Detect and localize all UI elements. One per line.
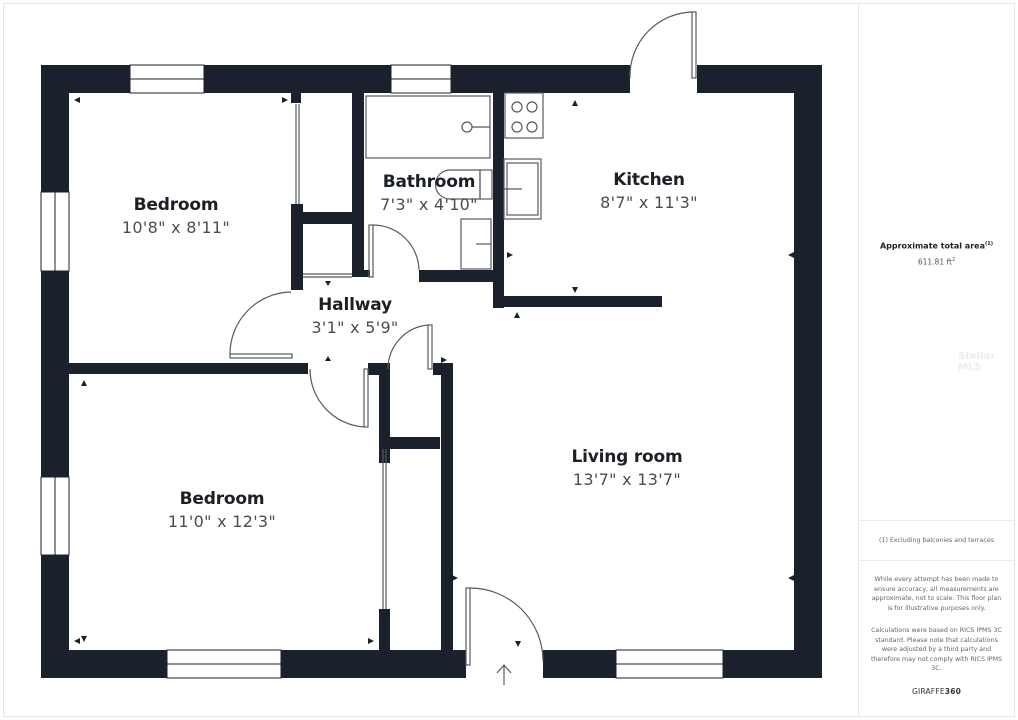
room-dimensions: 7'3" x 4'10" — [380, 195, 478, 214]
floor-plan-drawing — [40, 11, 822, 685]
room-name: Bedroom — [133, 195, 219, 215]
divider — [859, 560, 1014, 561]
room-kitchen: Kitchen 8'7" x 11'3" — [600, 170, 698, 212]
room-bedroom-1: Bedroom 10'8" x 8'11" — [122, 195, 230, 237]
room-hallway: Hallway 3'1" x 5'9" — [311, 295, 398, 337]
room-dimensions: 10'8" x 8'11" — [121, 218, 231, 237]
room-dimensions: 11'0" x 12'3" — [167, 512, 277, 531]
disclaimer-rics: Calculations were based on RICS IPMS 3C … — [870, 627, 1003, 672]
room-name: Bedroom — [179, 489, 265, 509]
room-bedroom-2: Bedroom 11'0" x 12'3" — [168, 489, 276, 531]
disclaimer-accuracy: While every attempt has been made to ens… — [871, 576, 1002, 612]
room-living-room: Living room 13'7" x 13'7" — [571, 447, 682, 489]
watermark: Stellar MLS — [958, 351, 996, 373]
area-footnote: (1) Excluding balconies and terraces — [878, 537, 994, 544]
brand-logo: GIRAFFE360 — [911, 687, 962, 696]
room-name: Hallway — [318, 295, 392, 315]
area-value: 611.81 ft2 — [917, 256, 956, 267]
info-sidebar: Approximate total area(1) 611.81 ft2 (1)… — [858, 4, 1014, 716]
room-dimensions: 3'1" x 5'9" — [311, 318, 399, 337]
dimension-markers — [74, 97, 794, 647]
room-name: Bathroom — [382, 172, 476, 192]
room-dimensions: 8'7" x 11'3" — [600, 193, 698, 212]
page-frame — [3, 3, 1015, 717]
fixtures — [229, 11, 697, 685]
room-bathroom: Bathroom 7'3" x 4'10" — [380, 172, 478, 214]
room-name: Living room — [571, 447, 683, 467]
walls — [41, 65, 822, 678]
total-area-block: Approximate total area(1) 611.81 ft2 — [859, 241, 1014, 266]
floor-plan: Bedroom 10'8" x 8'11" Bathroom 7'3" x 4'… — [40, 11, 822, 685]
divider — [859, 520, 1014, 521]
room-dimensions: 13'7" x 13'7" — [572, 470, 682, 489]
windows — [40, 64, 724, 679]
room-name: Kitchen — [613, 170, 685, 190]
area-title: Approximate total area(1) — [879, 241, 994, 251]
